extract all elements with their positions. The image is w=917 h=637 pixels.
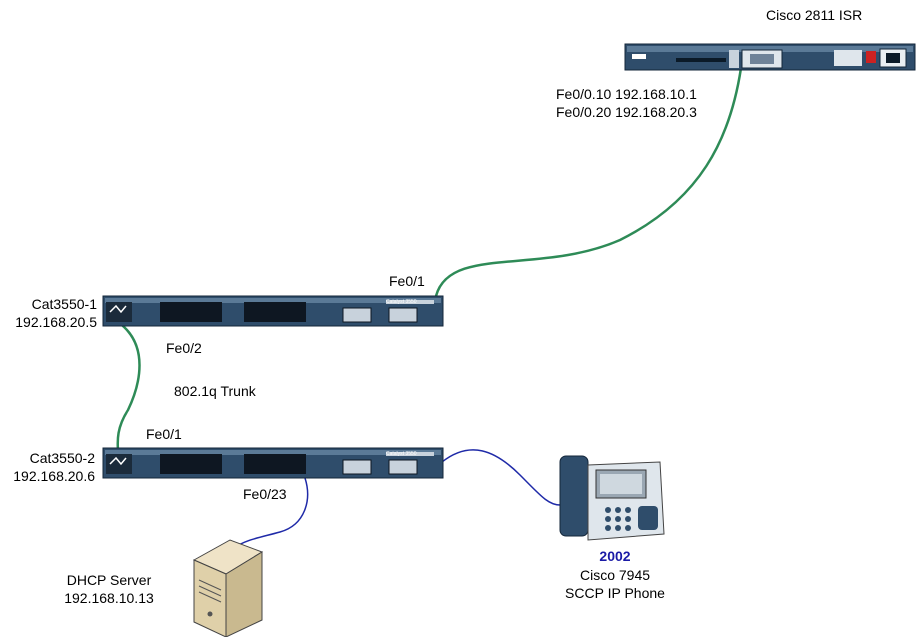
trunk-label: 802.1q Trunk	[174, 383, 256, 399]
switch2-to-phone-link	[441, 449, 561, 506]
phone-model: Cisco 7945	[579, 567, 651, 583]
switch1-trunk-port: Fe0/2	[166, 340, 202, 356]
router-icon	[624, 43, 916, 71]
server-ip: 192.168.10.13	[64, 590, 154, 606]
router-to-switch1-link	[434, 67, 743, 297]
router-interface-2: Fe0/0.20 192.168.20.3	[556, 104, 697, 120]
phone-extension: 2002	[599, 548, 631, 564]
switch2-server-port: Fe0/23	[243, 486, 287, 502]
server-icon	[192, 539, 264, 637]
trunk-link	[116, 320, 141, 453]
switch2-name: Cat3550-2	[29, 450, 95, 466]
phone-type: SCCP IP Phone	[565, 585, 665, 601]
switch-model-text: Catalyst 3550	[386, 451, 417, 457]
router-name: Cisco 2811 ISR	[766, 7, 863, 23]
ip-phone-icon	[559, 455, 665, 541]
switch2-to-server-link	[233, 477, 309, 549]
switch2-trunk-port: Fe0/1	[146, 426, 182, 442]
switch2-icon	[102, 447, 444, 479]
switch1-ip: 192.168.20.5	[15, 314, 97, 330]
switch2-ip: 192.168.20.6	[13, 468, 95, 484]
router-interface-1: Fe0/0.10 192.168.10.1	[556, 86, 697, 102]
switch1-uplink-port: Fe0/1	[389, 273, 425, 289]
switch-model-text: Catalyst 3550	[386, 299, 417, 305]
server-name: DHCP Server	[66, 572, 152, 588]
switch1-icon	[102, 295, 444, 327]
switch1-name: Cat3550-1	[31, 296, 97, 312]
